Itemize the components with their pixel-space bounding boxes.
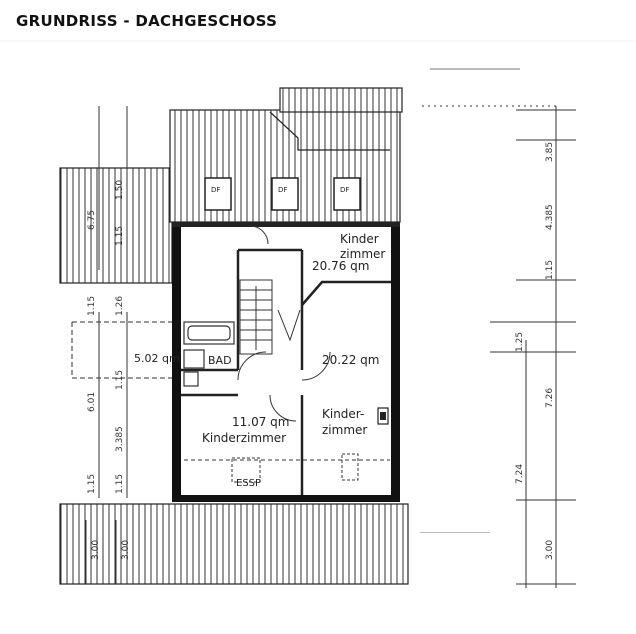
interior-walls [181, 248, 391, 495]
dim-right-6: 7.24 [515, 464, 525, 484]
roof-window-3: DF [333, 177, 361, 211]
dim-left-12: 3.00 [121, 540, 131, 560]
essp-marker [184, 453, 390, 483]
dim-left-10: 1.15 [115, 474, 125, 494]
room-kinder-top-area: 20.76 qm [312, 259, 369, 273]
dim-left-2: 1.50 [115, 180, 125, 200]
svg-text:DF: DF [211, 186, 220, 194]
room-kinder-left-label: Kinderzimmer [202, 431, 286, 445]
dim-right-7: 3.00 [545, 540, 555, 560]
outer-walls [172, 222, 400, 502]
dim-right-1: 3.85 [545, 142, 555, 162]
dim-left-11: 3.00 [91, 540, 101, 560]
right-wall-detail [377, 407, 389, 425]
dim-left-1: 6.75 [87, 210, 97, 230]
roof-hatch-bottom [59, 503, 409, 585]
essp-label: ESSP [236, 478, 261, 489]
dim-left-7: 1.15 [115, 370, 125, 390]
roof-window-1: DF [204, 177, 232, 211]
room-kinder-top-line1: Kinder [340, 232, 379, 246]
dim-right-5: 7.26 [545, 388, 555, 408]
dim-left-9: 1.15 [87, 474, 97, 494]
room-kinder-right-line2: zimmer [322, 423, 367, 437]
bath-fixtures [183, 321, 235, 387]
dimension-lines-left [71, 106, 172, 584]
room-kinder-right-line1: Kinder- [322, 407, 364, 421]
dim-left-5: 1.26 [115, 296, 125, 316]
page-title: GRUNDRISS - DACHGESCHOSS [16, 12, 278, 30]
room-bad-area: 5.02 qm [134, 352, 180, 365]
svg-text:DF: DF [278, 186, 287, 194]
svg-text:DF: DF [340, 186, 349, 194]
staircase [239, 279, 301, 355]
dim-right-2: 4.385 [545, 204, 555, 230]
dim-left-4: 1.15 [87, 296, 97, 316]
floor-plan: DF DF DF [59, 68, 576, 588]
room-kinder-right-area: 20.22 qm [322, 353, 379, 367]
dimension-lines-right [420, 105, 576, 588]
header-bar [0, 0, 636, 40]
room-kinder-left-area: 11.07 qm [232, 415, 289, 429]
dim-right-4: 1.25 [515, 332, 525, 352]
room-bad-label: BAD [208, 354, 232, 367]
dim-left-8: 3.385 [115, 426, 125, 452]
door-swings [237, 225, 331, 422]
scan-artifacts [420, 68, 520, 533]
roof-hatch-left [59, 167, 173, 284]
room-kinder-top-line2: zimmer [340, 247, 385, 261]
dim-left-6: 6.01 [87, 392, 97, 412]
dim-left-3: 1.15 [115, 226, 125, 246]
roof-window-2: DF [271, 177, 299, 211]
dim-right-3: 1.15 [545, 260, 555, 280]
